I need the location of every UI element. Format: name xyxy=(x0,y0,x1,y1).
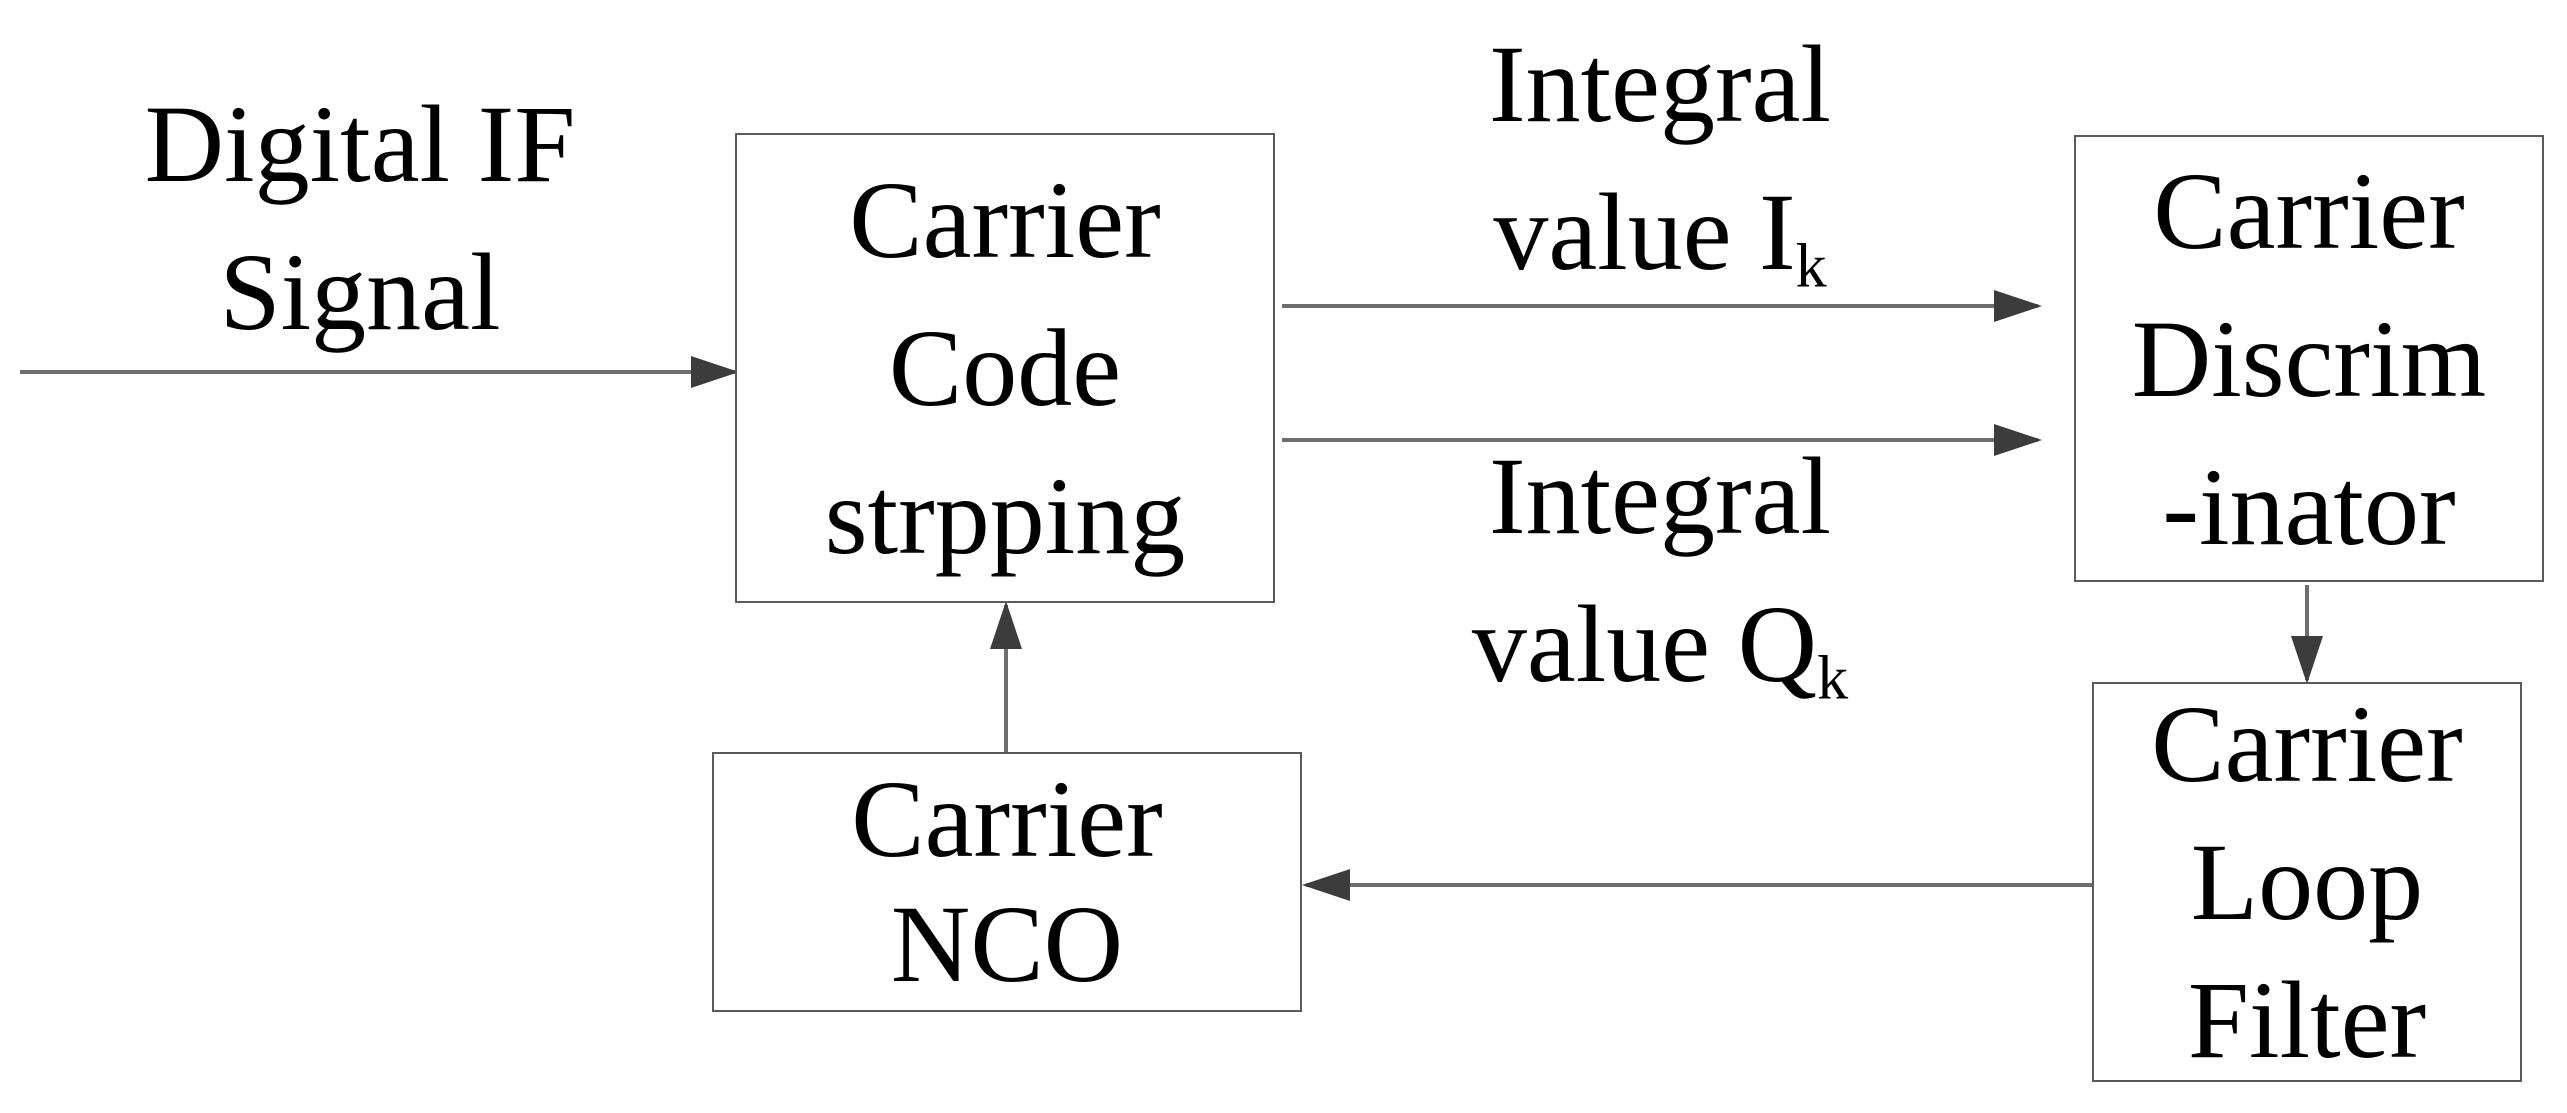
q-label-subscript: k xyxy=(1817,644,1849,713)
q-label-line-1: Integral xyxy=(1488,435,1832,557)
carrier-nco-block: Carrier NCO xyxy=(712,752,1302,1012)
i-label-subscript: k xyxy=(1795,232,1827,301)
carrier-discriminator-block: Carrier Discrim -inator xyxy=(2074,135,2544,582)
nco-line-2: NCO xyxy=(890,883,1124,1005)
i-label-line-1: Integral xyxy=(1488,23,1832,145)
stripping-line-1: Carrier xyxy=(849,159,1161,281)
discriminator-line-3: -inator xyxy=(2162,445,2456,568)
input-signal-label: Digital IF Signal xyxy=(80,70,640,366)
carrier-loop-filter-block: Carrier Loop Filter xyxy=(2092,682,2522,1082)
loop-filter-line-3: Filter xyxy=(2187,959,2427,1081)
loop-filter-line-2: Loop xyxy=(2190,821,2424,943)
loop-filter-line-1: Carrier xyxy=(2151,683,2463,805)
nco-line-1: Carrier xyxy=(851,758,1163,880)
input-label-line-2: Signal xyxy=(219,231,501,353)
input-label-line-1: Digital IF xyxy=(144,83,576,205)
stripping-line-2: Code xyxy=(888,307,1122,429)
q-label-line-2: value Qk xyxy=(1472,570,1848,718)
i-label-line-2: value Ik xyxy=(1493,158,1826,306)
q-label-prefix: value Q xyxy=(1471,583,1818,705)
stripping-line-3: strpping xyxy=(824,455,1186,577)
q-signal-label: Integral value Qk xyxy=(1380,422,1940,718)
discriminator-line-2: Discrim xyxy=(2131,297,2487,420)
i-label-prefix: value I xyxy=(1493,171,1796,293)
carrier-code-stripping-block: Carrier Code strpping xyxy=(735,133,1275,603)
i-signal-label: Integral value Ik xyxy=(1380,10,1940,306)
discriminator-line-1: Carrier xyxy=(2153,149,2465,272)
